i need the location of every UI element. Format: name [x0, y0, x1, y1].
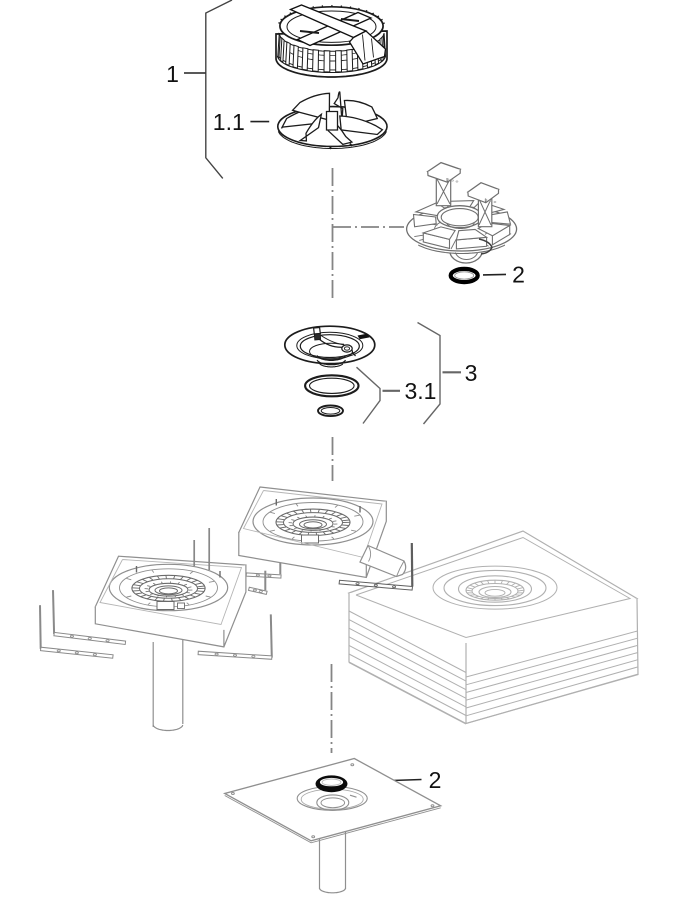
svg-text:1.1: 1.1: [213, 109, 245, 135]
svg-text:3.1: 3.1: [405, 378, 437, 404]
svg-text:2: 2: [512, 262, 525, 288]
svg-text:2: 2: [429, 767, 442, 793]
svg-text:3: 3: [465, 360, 478, 386]
svg-text:1: 1: [166, 61, 179, 87]
